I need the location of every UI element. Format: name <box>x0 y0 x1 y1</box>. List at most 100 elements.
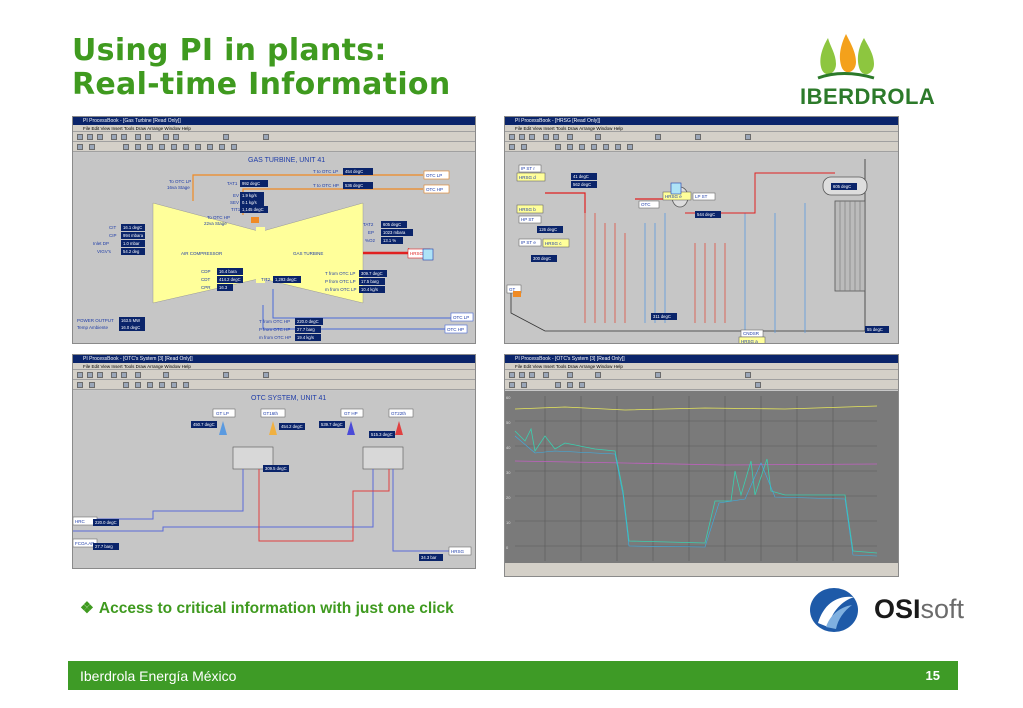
trend-window: PI ProcessBook - [OTC's System [3] [Read… <box>504 354 899 577</box>
iberdrola-drops-icon <box>817 34 875 80</box>
osisoft-bold: OSI <box>874 594 921 624</box>
gt-source-icon <box>513 291 521 297</box>
gas-turbine-draw-toolbar[interactable] <box>73 142 475 152</box>
otc-menubar[interactable]: File Edit View Insert Tools Draw Arrange… <box>73 363 475 370</box>
cdp-label: CDP <box>201 269 211 274</box>
t-to-otc-hp-label: T to OTC HP <box>313 183 339 188</box>
inlet-dp-label: Inlet DP <box>93 241 109 246</box>
cip-value: 994 mbara <box>123 233 144 238</box>
footer-text: Iberdrola Energía México <box>80 668 237 684</box>
otc-hp-box[interactable] <box>423 184 450 194</box>
hrsg-window: PI ProcessBook - [HRSG [Read Only]] File… <box>504 116 899 344</box>
gas-turbine-label: GAS TURBINE <box>293 251 323 256</box>
bullet-star-icon: ❖ <box>80 600 94 617</box>
otc-draw-toolbar[interactable] <box>73 380 475 390</box>
trend-titlebar: PI ProcessBook - [OTC's System [3] [Read… <box>505 355 898 363</box>
hrsg-toolbar[interactable] <box>505 132 898 142</box>
hrsg-d-label: HRSG d <box>519 175 536 180</box>
otc-value-4: 515.3 degC <box>371 432 393 437</box>
t-to-otc-lp-label: T to OTC LP <box>313 169 338 174</box>
key-message: ❖Access to critical information with jus… <box>80 599 454 618</box>
cpr-value: 16.3 <box>219 285 228 290</box>
fcoa-label: FCOA AP <box>75 541 94 546</box>
page-number: 15 <box>925 668 940 683</box>
cit-value: 16.1 degC <box>123 225 142 230</box>
hrsg-value-7: 605 degC <box>833 184 851 189</box>
trend-canvas: 60 50 40 30 20 10 0 <box>505 391 898 576</box>
osisoft-light: soft <box>920 594 965 624</box>
otc-lp-box-label: OTC LP <box>426 173 442 178</box>
sev-value: 0.1 kg/s <box>242 200 257 205</box>
t-from-hp-value: 220.0 degC <box>297 319 319 324</box>
otc-lp-box[interactable] <box>423 170 450 180</box>
m-from-lp-value: 10.4 kg/s <box>361 287 378 292</box>
otc-lp-return-box[interactable] <box>450 312 474 322</box>
trend-series-magenta <box>514 460 878 466</box>
iberdrola-wordmark: IBERDROLA <box>800 84 936 109</box>
temp-ambiente-label: Temp Ambiente <box>77 325 109 330</box>
otc-hrsg-label: HRSG <box>451 549 465 554</box>
ep-value: 1023 mbara <box>383 230 406 235</box>
trend-toolbar[interactable] <box>505 370 898 380</box>
otc-label: OTC <box>641 202 651 207</box>
otc-hp-return-box[interactable] <box>444 324 468 334</box>
hrsg-draw-toolbar[interactable] <box>505 142 898 152</box>
air-compressor-label: AIR COMPRESSOR <box>181 251 223 256</box>
trend-series-yellow <box>514 405 878 411</box>
otc-value-5: 309.5 degC <box>265 466 287 471</box>
ep-label: EP <box>368 230 374 235</box>
power-output-value: 163.5 MW <box>121 318 140 323</box>
otc-value-7: 27.7 barg <box>95 544 113 549</box>
hrsg-value-2: 562 degC <box>573 182 591 187</box>
p-from-lp-value: 17.5 barg <box>361 279 379 284</box>
gt-lp-tab: GT LP <box>216 411 229 416</box>
slide-title: Using PI in plants: Real-time Informatio… <box>72 34 450 102</box>
cursor-icon <box>670 182 682 195</box>
otc-canvas: OTC SYSTEM, UNIT 41 GT LP GT16th GT HP G… <box>73 391 475 568</box>
otc-lp-pipe <box>192 174 423 201</box>
otc-toolbar[interactable] <box>73 370 475 380</box>
gas-turbine-toolbar[interactable] <box>73 132 475 142</box>
hrsg-titlebar: PI ProcessBook - [HRSG [Read Only]] <box>505 117 898 125</box>
otc-value-1: 450.7 degC <box>193 422 215 427</box>
ip-st-e-label: IP ST e <box>521 240 536 245</box>
otc-return-pipe-hp <box>262 305 453 330</box>
hrsg-link-icon[interactable] <box>422 248 434 261</box>
tat1-label: TAT1 <box>227 181 238 186</box>
stage-16-label: 16va Stage <box>167 185 190 190</box>
hrsg-e-label: HRSG e <box>665 194 682 199</box>
o2-label: %O2 <box>365 238 376 243</box>
osisoft-logo: OSIsoft <box>806 585 981 635</box>
hrsg-c-label: HRSG c <box>545 241 562 246</box>
cpr-label: CPR <box>201 285 211 290</box>
ev-label: EV <box>233 193 239 198</box>
otc-hp-unit <box>362 446 404 470</box>
otc-window: PI ProcessBook - [OTC's System [3] [Read… <box>72 354 476 569</box>
hrsg-value-3: 126 degC <box>539 227 557 232</box>
trend-menubar[interactable]: File Edit View Insert Tools Draw Arrange… <box>505 363 898 370</box>
hrsg-menubar[interactable]: File Edit View Insert Tools Draw Arrange… <box>505 125 898 132</box>
m-from-lp-label: m from OTC LP <box>325 287 357 292</box>
gas-turbine-menubar[interactable]: File Edit View Insert Tools Draw Arrange… <box>73 125 475 132</box>
trend-series-cyan <box>514 427 878 554</box>
trend-statusbar <box>505 563 898 576</box>
hrsg-value-4: 300 degC <box>533 256 551 261</box>
sev-label: SEV <box>230 200 239 205</box>
gas-turbine-canvas: GAS TURBINE, UNIT 41 AIR COMPRESSOR GAS … <box>73 153 475 343</box>
otc-hp-box-label: OTC HP <box>426 187 443 192</box>
t-from-lp-label: T from OTC LP <box>325 271 355 276</box>
gt16th-tab: GT16th <box>263 411 279 416</box>
iberdrola-logo: IBERDROLA <box>800 28 970 113</box>
otc-hp-return-label: OTC HP <box>447 327 464 332</box>
gas-turbine-window: PI ProcessBook - [Gas Turbine [Read Only… <box>72 116 476 344</box>
valve-icon <box>251 217 259 223</box>
otc-hp-pipe <box>242 188 423 215</box>
trend-draw-toolbar[interactable] <box>505 380 898 390</box>
hrsg-canvas: IP ST r HRSG d HRSG b HP ST IP ST e HRSG… <box>505 153 898 343</box>
vigvs-label: VIGV's <box>97 249 112 254</box>
tit2-value: 1,293 degC <box>275 277 297 282</box>
ip-st-r-label: IP ST r <box>521 166 535 171</box>
cdt-label: CDT <box>201 277 210 282</box>
hrsg-value-8: 55 degC <box>867 327 883 332</box>
otc-value-6: 220.0 degC <box>95 520 117 525</box>
